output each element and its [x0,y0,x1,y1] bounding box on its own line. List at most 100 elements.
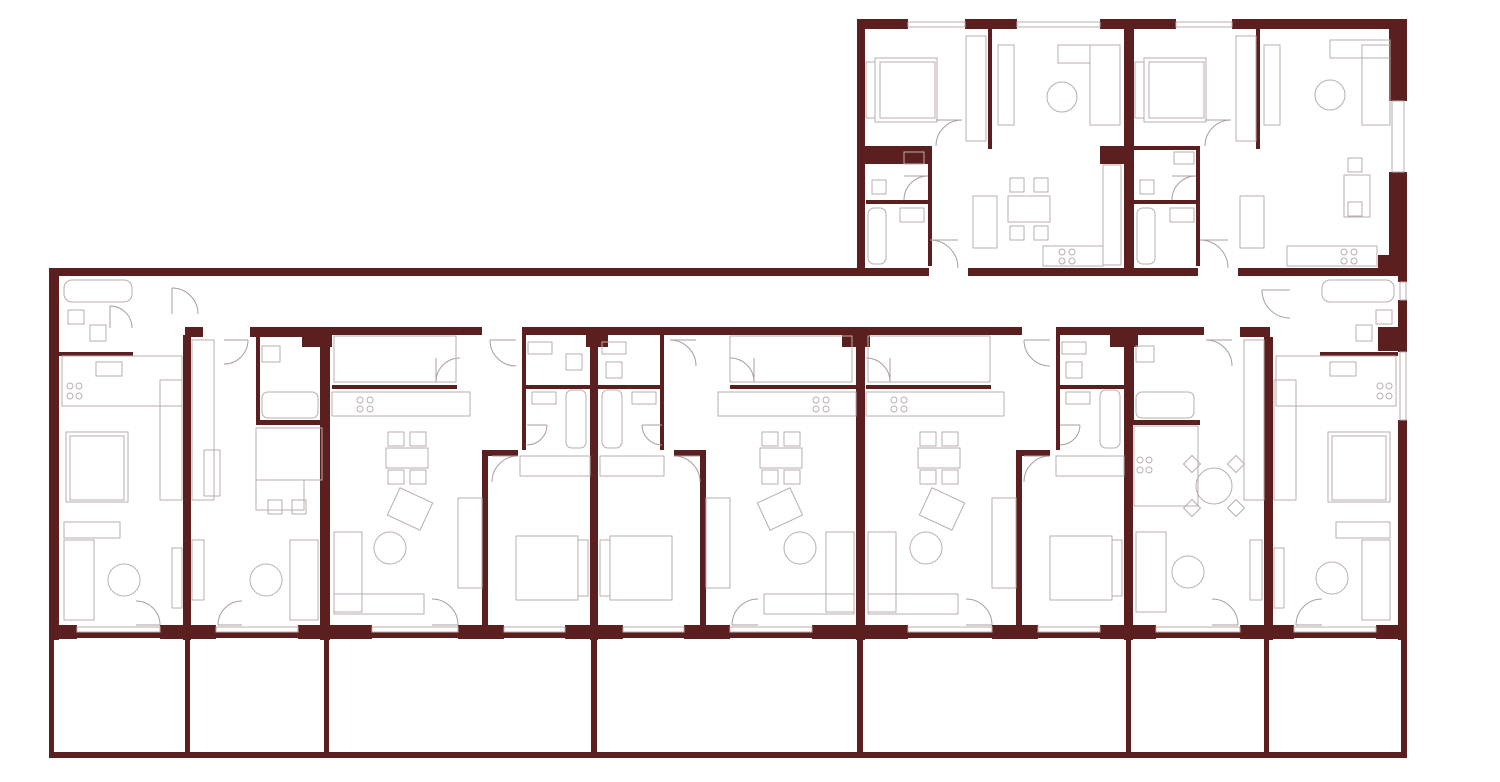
door-swing [669,339,697,367]
wall-upper-corner [1378,255,1390,269]
wardrobe-icon [159,379,183,501]
balcony-divider-5 [1126,638,1131,754]
wall-corridor-south-d [522,327,702,335]
sofa-icon [1329,39,1391,126]
wardrobe-icon [729,335,853,383]
windows [76,21,1407,633]
rug-icon [1314,79,1346,111]
dining-table-icon [917,431,961,485]
balcony-edge-west [49,638,54,758]
wall-bedroom-2-east [700,450,706,635]
wall-upper-west [857,19,865,275]
armchair-icon [386,487,434,531]
wardrobe-icon [333,335,457,383]
bathtub-icon [601,389,623,449]
sink-icon [903,151,925,165]
wardrobe-icon [867,335,991,383]
window [729,626,813,633]
toilet-icon [261,345,281,363]
dining-table-icon [385,431,429,485]
wall-corridor-south-b [250,327,320,337]
wall-upper-bath-2-east [1196,146,1200,266]
wall-party-3 [590,335,598,640]
door-swing [1205,339,1233,367]
door-swing [673,455,701,483]
rug-icon [1315,561,1349,595]
bed-icon [865,57,938,123]
window [1399,281,1407,301]
wall-main-east-3 [1398,420,1407,640]
hob-icon [66,382,83,400]
toilet-icon [605,361,623,379]
doors [109,119,1323,626]
hob-icon [890,396,908,413]
wall-bedroom-3-north [1022,450,1050,456]
door-swing [1023,455,1051,483]
cabinet-icon [972,195,998,249]
wall-upper-north-1 [857,19,908,29]
wall-party-6 [1264,337,1273,640]
rug-icon [107,563,141,597]
wall-party-2 [320,337,330,640]
kitchen-counter-icon [865,391,1005,417]
wall-bath-a [522,335,526,450]
kitchen-counter-icon [255,427,323,481]
chair-icon [267,499,283,515]
wardrobe-icon [519,455,591,477]
wardrobe-icon [1055,455,1125,477]
door-swing [1295,598,1323,626]
sideboard-icon [997,44,1015,126]
sink-icon [631,391,657,405]
door-swing [223,339,249,365]
toilet-icon [1355,324,1373,342]
wall-upper-bath-2 [1134,146,1200,150]
wardrobe-icon [965,35,987,142]
balcony-divider-6 [1264,638,1269,754]
rug-icon [373,531,407,565]
door-swing [865,357,891,383]
toilet-icon [1139,179,1155,195]
dining-table-icon [1343,157,1371,218]
balcony-divider-2 [324,638,329,754]
wall-party-5 [1124,335,1133,640]
door-swing [171,287,199,315]
rug-icon [249,563,283,597]
wall-upper-north-4 [1232,19,1407,29]
wall-corridor-south-h [1378,327,1407,351]
bathtub-icon [867,207,887,265]
kitchen-counter-icon [331,391,471,417]
door-swing [965,598,993,626]
door-swing [217,600,243,626]
kitchen-counter-icon [1286,245,1378,267]
balcony-edge-east [1401,638,1407,758]
door-swing [1261,289,1291,319]
sofa-icon [763,531,855,615]
sink-icon [601,341,627,355]
hob-icon [1058,248,1076,265]
bathtub-icon [261,391,319,419]
bathtub-icon [1321,279,1395,303]
wall-bedroom-1-north [488,450,518,456]
sink-icon [1065,391,1091,405]
window [503,626,566,633]
balcony-divider-4 [857,638,863,754]
toilet-icon [1135,345,1155,363]
toilet-icon [89,324,107,342]
bathtub-icon [1135,391,1195,419]
wall-upper-bath-1-mid [866,200,930,204]
wall-bedroom-2-north [674,450,700,456]
window [76,626,161,633]
wall-corridor-south-g [1240,327,1270,337]
kitchen-counter-icon [1133,425,1199,507]
armchair-icon [918,487,966,531]
hob-icon [356,396,374,413]
balcony-edge-south [49,752,1407,758]
sideboard-icon [457,497,483,589]
wall-facade-line [49,632,1407,638]
sink-icon [1173,151,1195,165]
toilet-icon [565,353,583,371]
door-swing [935,119,963,147]
wall-party-4 [856,335,865,640]
sink-icon [1169,207,1195,223]
wall-bath-d [1130,335,1134,425]
